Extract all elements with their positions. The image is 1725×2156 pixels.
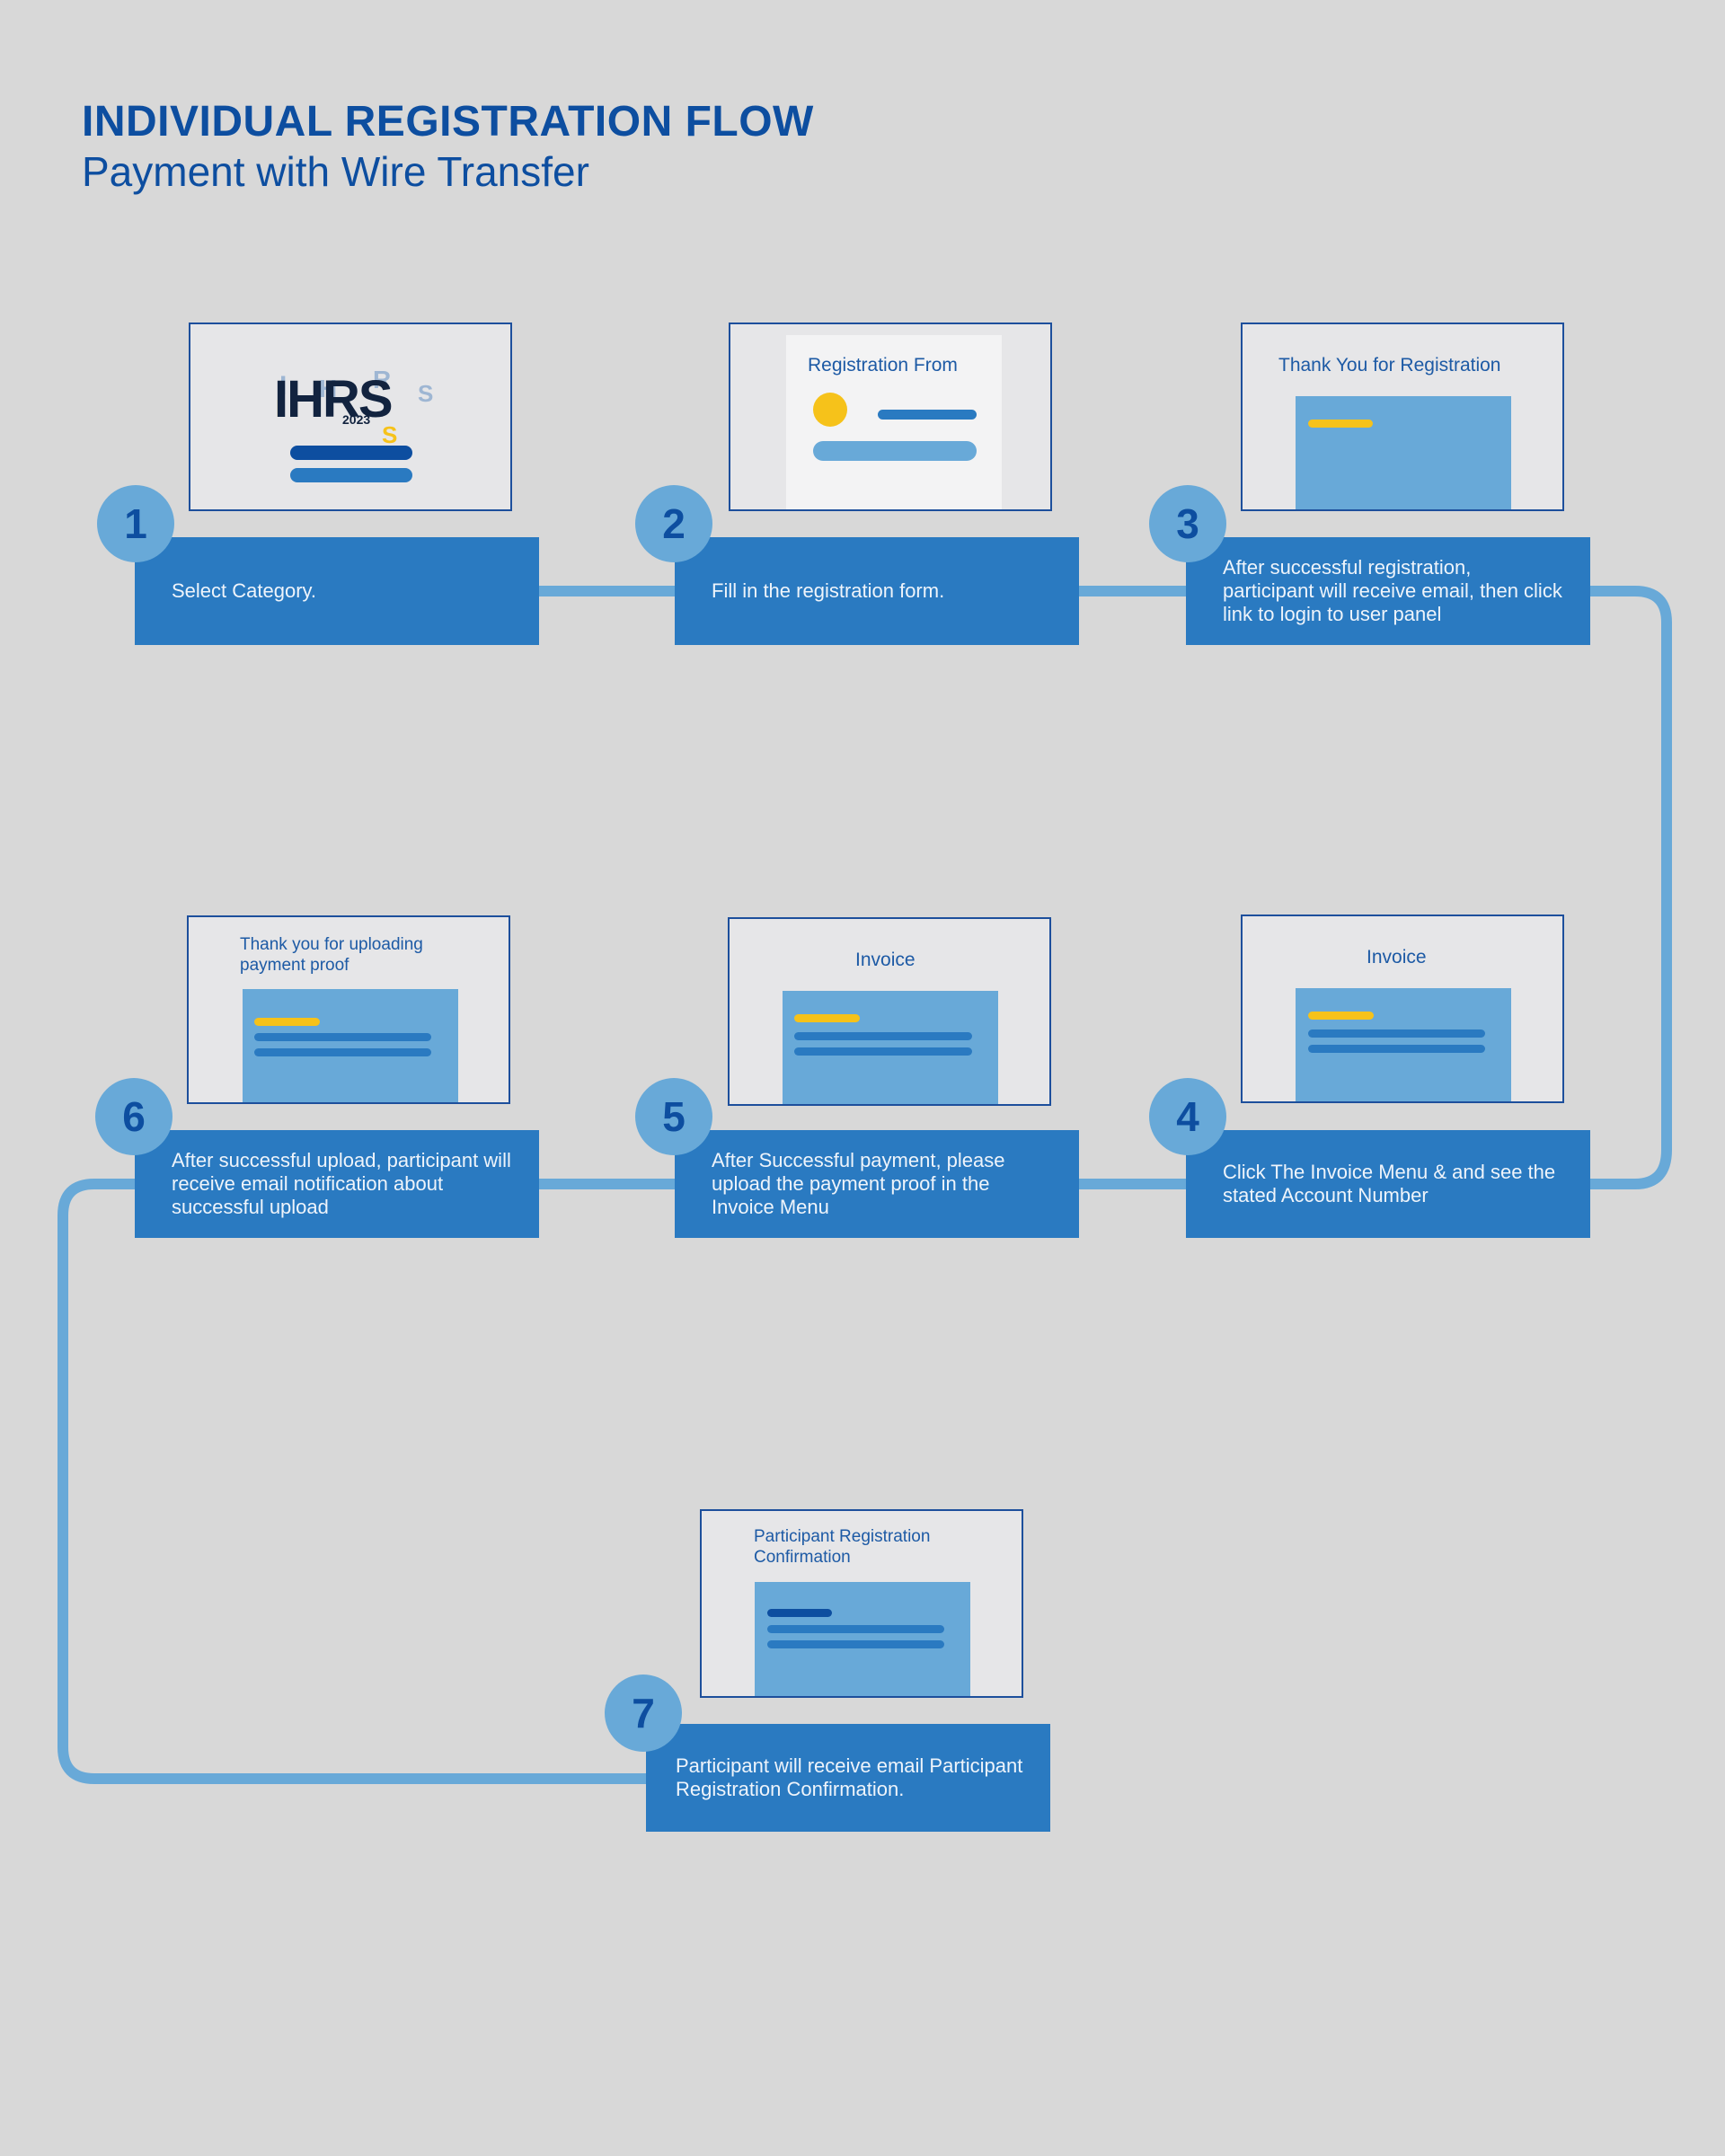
category-option-bar (290, 468, 412, 482)
text-line-bar (794, 1047, 972, 1056)
step-5-caption: After Successful payment, please upload … (675, 1130, 1079, 1238)
email-card (243, 989, 458, 1102)
email-card (1296, 396, 1511, 509)
text-line-bar (1308, 1029, 1485, 1038)
step-4-screen: Invoice (1241, 915, 1564, 1103)
logo-year: 2023 (342, 412, 371, 427)
flow-title: INDIVIDUAL REGISTRATION FLOW (82, 98, 814, 146)
step-3-caption: After successful registration, participa… (1186, 537, 1590, 645)
screen-title: Thank You for Registration (1278, 355, 1501, 376)
step-2-screen: Registration From (729, 323, 1052, 511)
highlight-bar (1308, 420, 1373, 428)
screen-title: Thank you for uploading payment proof (240, 935, 423, 975)
text-line-bar (767, 1640, 944, 1648)
screen-title: Invoice (1367, 947, 1427, 968)
step-6-caption: After successful upload, participant wil… (135, 1130, 539, 1238)
form-input-bar (813, 441, 977, 461)
step-1-caption: Select Category. (135, 537, 539, 645)
step-5-badge: 5 (635, 1078, 712, 1155)
step-7-screen: Participant Registration Confirmation (700, 1509, 1023, 1698)
screen-title: Invoice (855, 950, 916, 970)
step-5-screen: Invoice (728, 917, 1051, 1106)
confirmation-card (755, 1582, 970, 1696)
step-4-badge: 4 (1149, 1078, 1226, 1155)
avatar-placeholder (813, 393, 847, 427)
text-line-bar (254, 1033, 431, 1041)
step-3-badge: 3 (1149, 485, 1226, 562)
step-7-badge: 7 (605, 1674, 682, 1752)
screen-title: Registration From (808, 355, 958, 376)
step-6-badge: 6 (95, 1078, 172, 1155)
text-line-bar (1308, 1045, 1485, 1053)
highlight-bar (254, 1018, 320, 1026)
step-1-badge: 1 (97, 485, 174, 562)
flow-subtitle: Payment with Wire Transfer (82, 148, 589, 195)
category-option-bar (290, 446, 412, 460)
highlight-bar (1308, 1012, 1374, 1020)
step-2-caption: Fill in the registration form. (675, 537, 1079, 645)
step-7-caption: Participant will receive email Participa… (646, 1724, 1050, 1832)
highlight-bar (767, 1609, 832, 1617)
text-line-bar (794, 1032, 972, 1040)
ihrs-logo: I H R S I S IHRS 2023 (274, 366, 434, 448)
step-6-screen: Thank you for uploading payment proof (187, 915, 510, 1104)
step-3-screen: Thank You for Registration (1241, 323, 1564, 511)
screen-title: Participant Registration Confirmation (754, 1527, 931, 1567)
step-4-caption: Click The Invoice Menu & and see the sta… (1186, 1130, 1590, 1238)
form-field-bar (878, 410, 977, 420)
text-line-bar (767, 1625, 944, 1633)
highlight-bar (794, 1014, 860, 1022)
text-line-bar (254, 1048, 431, 1056)
logo-text: IHRS (274, 370, 394, 429)
step-1-screen: I H R S I S IHRS 2023 (189, 323, 512, 511)
step-2-badge: 2 (635, 485, 712, 562)
